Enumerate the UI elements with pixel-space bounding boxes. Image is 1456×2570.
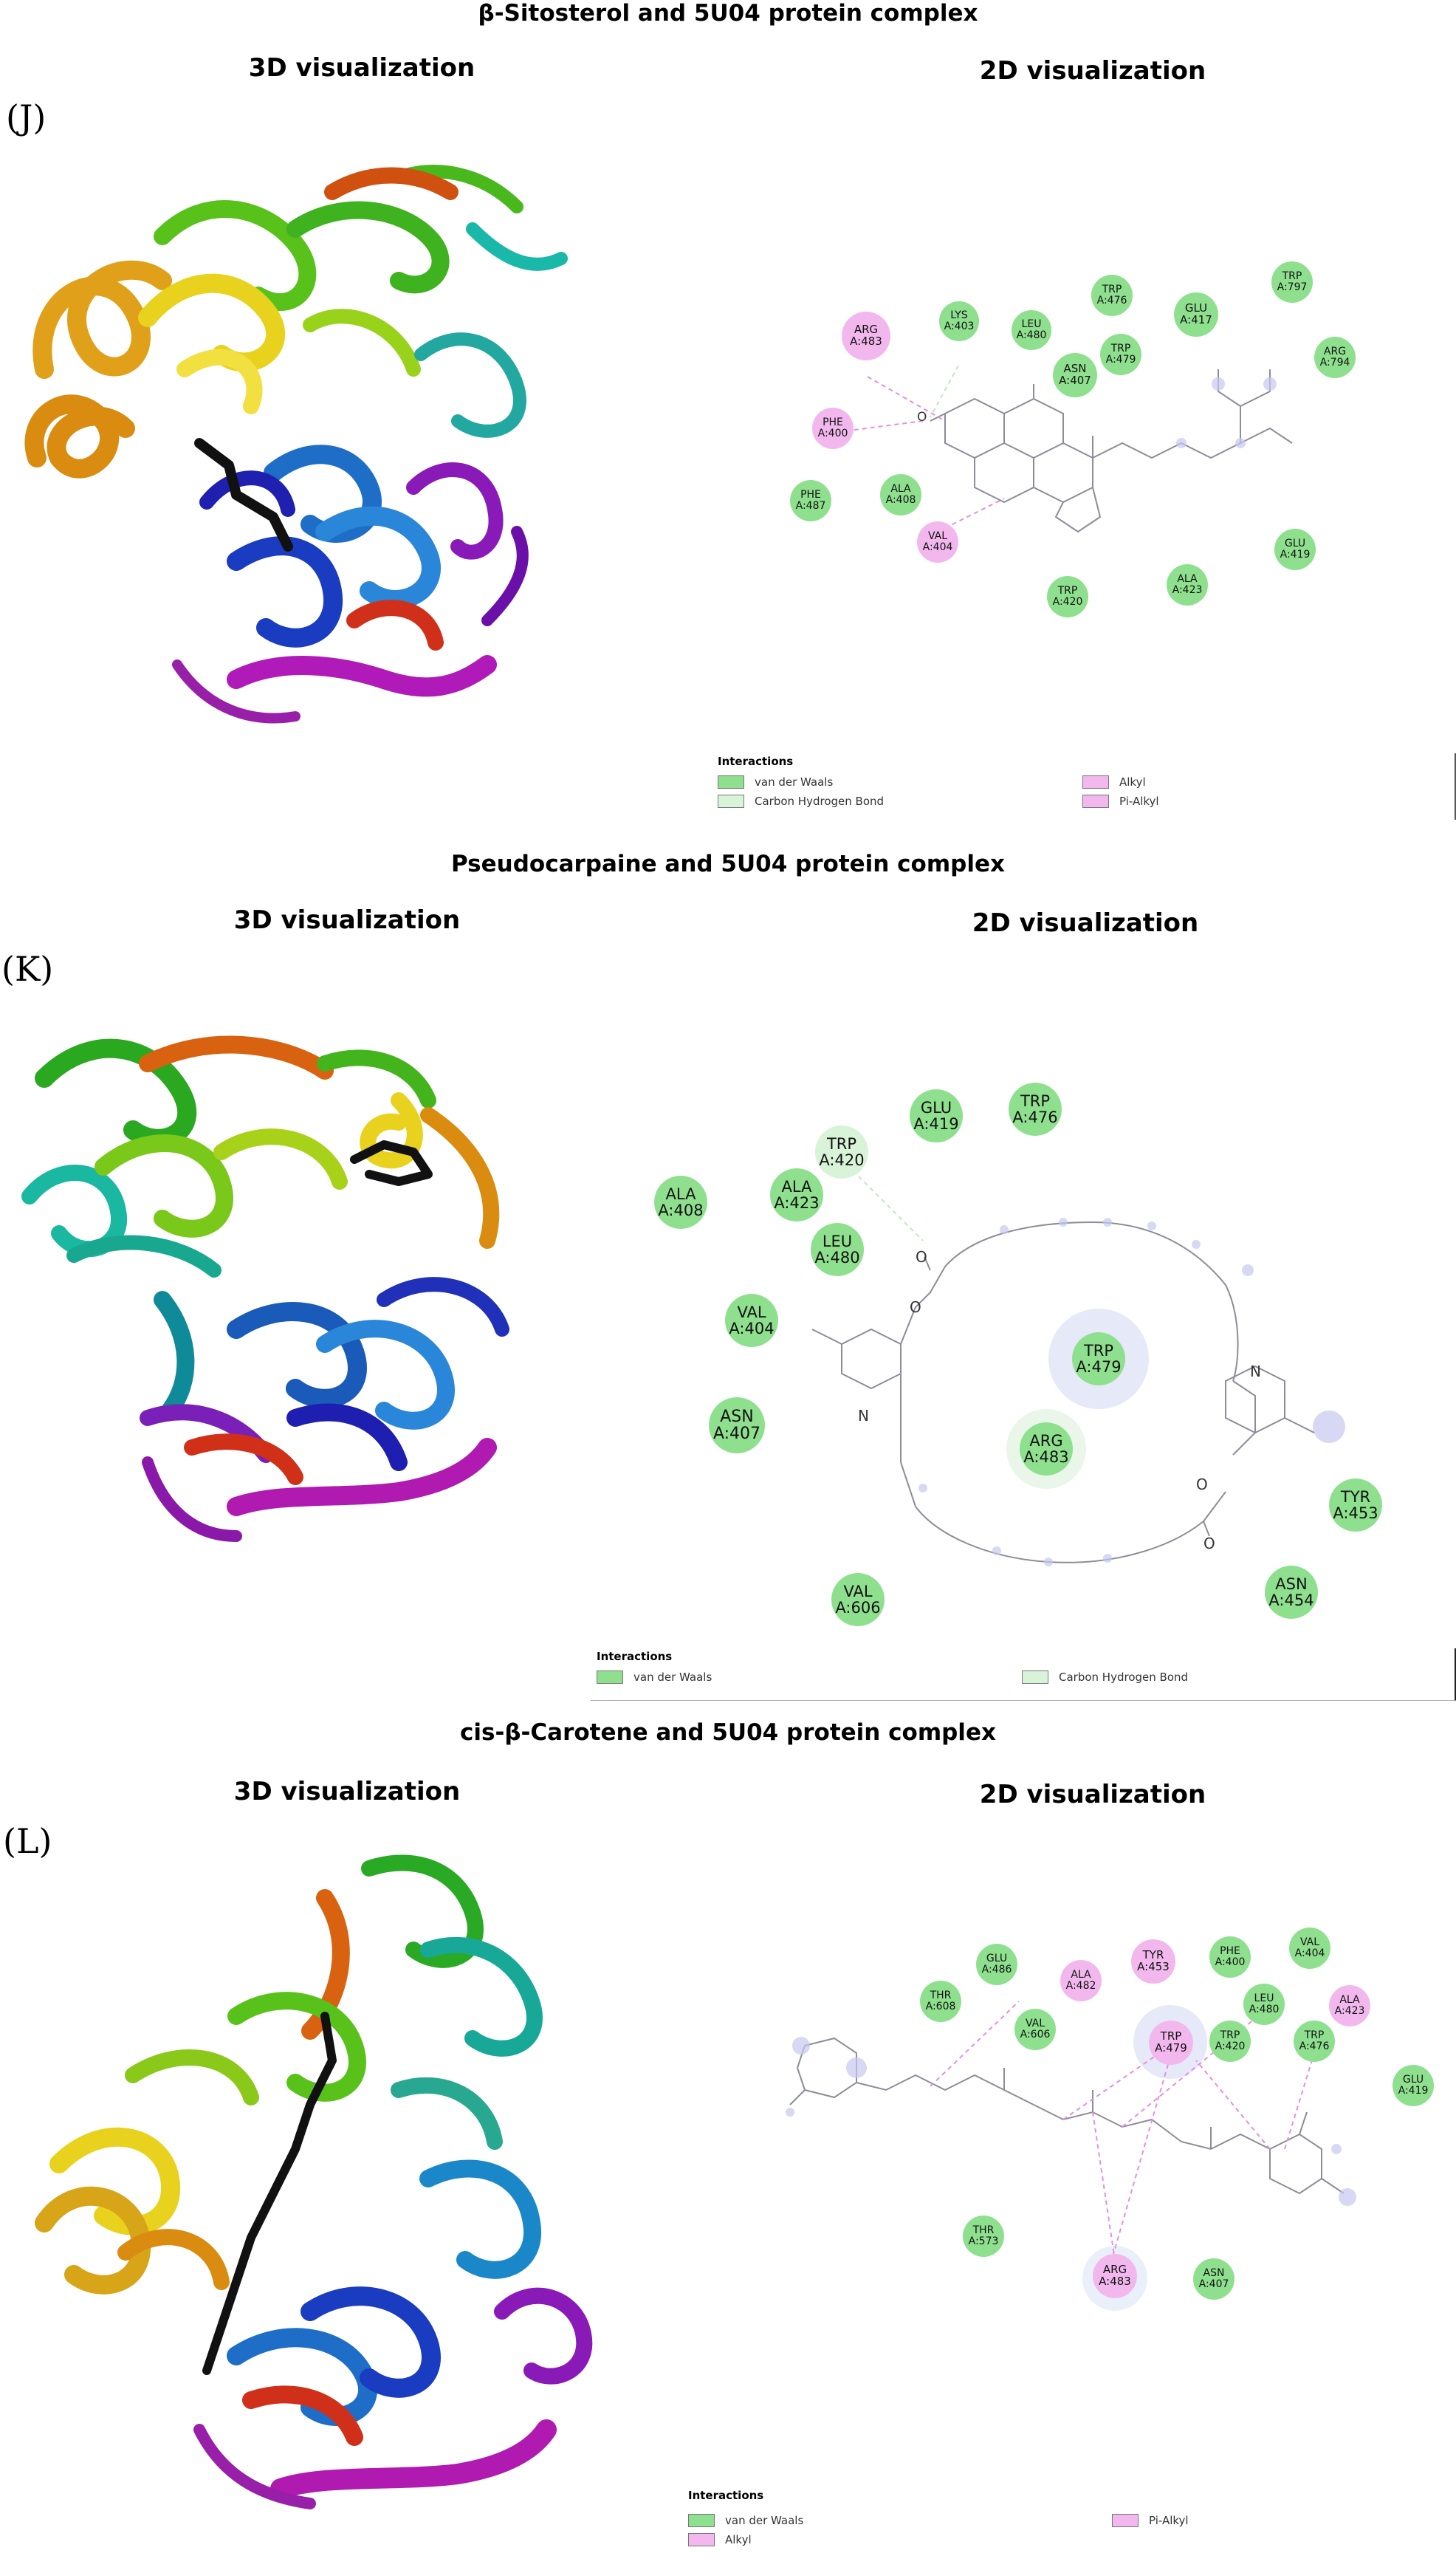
ligand-structure <box>786 2001 1356 2311</box>
legend-item-vdw: van der Waals <box>597 1670 712 1684</box>
protein-3d-ribbon <box>35 1854 593 2509</box>
atom-label: N <box>858 1407 869 1425</box>
legend-item-pi-alkyl: Pi-Alkyl <box>1082 795 1159 808</box>
atom-label: O <box>917 410 927 425</box>
legend-item-alkyl: Alkyl <box>688 2533 752 2546</box>
label-2d: 2D visualization <box>972 908 1199 938</box>
atom-label: O <box>1196 1476 1208 1493</box>
panel-label: (J) <box>6 97 47 137</box>
label-3d: 3D visualization <box>233 905 461 935</box>
interaction-legend: Interactions van der Waals Carbon Hydrog… <box>591 1648 1456 1701</box>
atom-label: O <box>910 1298 921 1316</box>
atom-label: O <box>1203 1535 1215 1552</box>
label-3d: 3D visualization <box>248 53 475 83</box>
ligand-structure <box>811 1170 1345 1566</box>
section-title: Pseudocarpaine and 5U04 protein complex <box>451 851 1005 877</box>
label-2d: 2D visualization <box>979 1780 1206 1809</box>
interaction-legend: Interactions van der Waals Carbon Hydrog… <box>709 753 1456 820</box>
label-2d: 2D visualization <box>979 56 1206 86</box>
legend-item-alkyl: Alkyl <box>1082 775 1146 789</box>
legend-item-chb: Carbon Hydrogen Bond <box>718 795 884 808</box>
legend-title: Interactions <box>718 755 794 768</box>
legend-title: Interactions <box>597 1650 673 1663</box>
protein-3d-ribbon <box>21 1035 509 1542</box>
legend-item-vdw: van der Waals <box>718 775 833 789</box>
section-title: β-Sitosterol and 5U04 protein complex <box>478 0 978 27</box>
legend-item-pi-alkyl: Pi-Alkyl <box>1112 2514 1189 2527</box>
panel-label: (L) <box>3 1821 52 1861</box>
interaction-legend: Interactions van der Waals Alkyl Pi-Alky… <box>679 2487 1455 2561</box>
legend-item-chb: Carbon Hydrogen Bond <box>1022 1670 1188 1684</box>
label-3d: 3D visualization <box>233 1777 461 1806</box>
legend-title: Interactions <box>688 2489 764 2502</box>
panel-label: (K) <box>1 949 54 989</box>
protein-3d-ribbon <box>24 165 568 724</box>
atom-label: N <box>1250 1363 1261 1380</box>
section-title: cis-β-Carotene and 5U04 protein complex <box>460 1719 996 1746</box>
ligand-structure <box>837 365 1293 533</box>
atom-label: O <box>916 1248 927 1266</box>
legend-item-vdw: van der Waals <box>688 2514 803 2527</box>
